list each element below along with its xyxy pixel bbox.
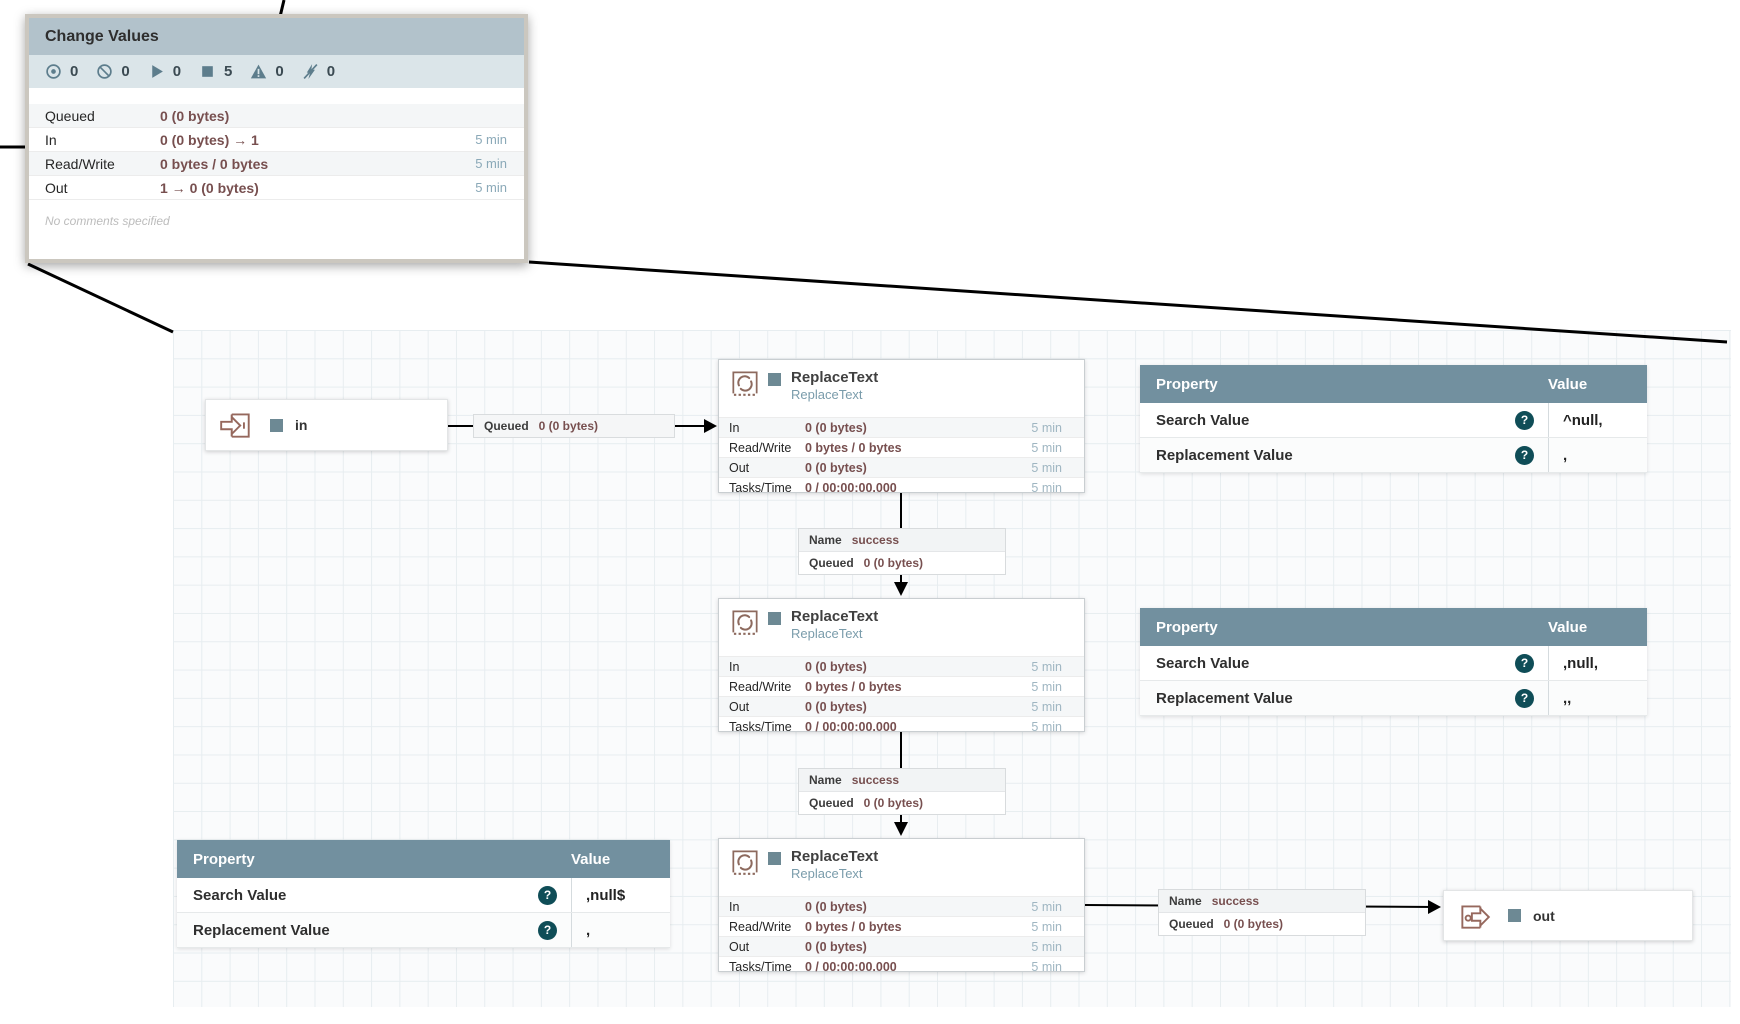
table-header: Property Value [1140, 608, 1647, 646]
stat-row-in: In 0 (0 bytes) → 1 5 min [29, 128, 524, 152]
help-icon[interactable]: ? [1515, 653, 1534, 673]
processor-icon [732, 371, 758, 396]
help-icon[interactable]: ? [1515, 410, 1534, 430]
table-row: Replacement Value ? ,, [1140, 681, 1647, 716]
processor-header: ReplaceText ReplaceText [719, 839, 1084, 895]
processor-header: ReplaceText ReplaceText [719, 360, 1084, 416]
output-port-label: out [1533, 907, 1555, 924]
stat-stopped: 5 [199, 63, 232, 80]
callout-diagonal-left [27, 262, 174, 334]
stopped-indicator [768, 852, 781, 865]
processor-name: ReplaceText [791, 369, 879, 386]
stat-row-queued: Queued 0 (0 bytes) [29, 104, 524, 128]
output-port-icon [1461, 905, 1491, 929]
processor-icon [732, 850, 758, 875]
process-group-comment: No comments specified [45, 214, 170, 228]
stat-transmitting: 0 [45, 63, 78, 80]
stopped-indicator [768, 612, 781, 625]
help-icon[interactable]: ? [538, 885, 557, 905]
table-header: Property Value [177, 840, 670, 878]
property-table-2: Property Value Search Value ? ,null, Rep… [1140, 608, 1647, 716]
processor-type: ReplaceText [791, 866, 863, 881]
process-group-status-bar: 0 0 0 5 [29, 55, 524, 88]
table-header: Property Value [1140, 365, 1647, 403]
stopped-indicator [1508, 909, 1521, 922]
property-table-3: Property Value Search Value ? ,null$ Rep… [177, 840, 670, 948]
table-row: Replacement Value ? , [1140, 438, 1647, 473]
stat-invalid: 0 [250, 63, 284, 80]
processor-type: ReplaceText [791, 626, 863, 641]
stopped-indicator [270, 418, 283, 432]
stat-disabled: 0 [302, 63, 335, 80]
stopped-icon [202, 66, 213, 77]
output-port-out[interactable]: out [1443, 890, 1693, 941]
processor-header: ReplaceText ReplaceText [719, 599, 1084, 655]
stat-row-out: Out 1 → 0 (0 bytes) 5 min [29, 176, 524, 200]
help-icon[interactable]: ? [538, 920, 557, 940]
running-icon [151, 65, 163, 78]
processor-name: ReplaceText [791, 848, 879, 865]
process-group-stats: Queued 0 (0 bytes) In 0 (0 bytes) → 1 5 … [29, 104, 524, 200]
table-row: Search Value ? ,null, [1140, 646, 1647, 681]
process-group-change-values[interactable]: Change Values 0 0 0 [25, 14, 528, 263]
stopped-indicator [768, 373, 781, 386]
property-table-1: Property Value Search Value ? ^null, Rep… [1140, 365, 1647, 473]
transmitting-icon [46, 64, 61, 79]
table-row: Replacement Value ? , [177, 913, 670, 948]
help-icon[interactable]: ? [1515, 688, 1534, 708]
process-group-title: Change Values [29, 18, 524, 55]
disabled-icon [303, 64, 318, 79]
stat-row-readwrite: Read/Write 0 bytes / 0 bytes 5 min [29, 152, 524, 176]
processor-name: ReplaceText [791, 608, 879, 625]
processor-icon [732, 610, 758, 635]
table-row: Search Value ? ,null$ [177, 878, 670, 913]
stat-not-transmitting: 0 [96, 63, 130, 80]
stat-running: 0 [148, 63, 181, 80]
input-port-icon [220, 413, 250, 438]
processor-type: ReplaceText [791, 387, 863, 402]
help-icon[interactable]: ? [1515, 445, 1534, 465]
invalid-icon [251, 64, 267, 79]
not-transmitting-icon [97, 64, 113, 79]
connection-queued-label[interactable]: Queued 0 (0 bytes) [473, 414, 675, 438]
table-row: Search Value ? ^null, [1140, 403, 1647, 438]
input-port-in[interactable]: in [205, 399, 448, 451]
input-port-label: in [295, 417, 308, 433]
